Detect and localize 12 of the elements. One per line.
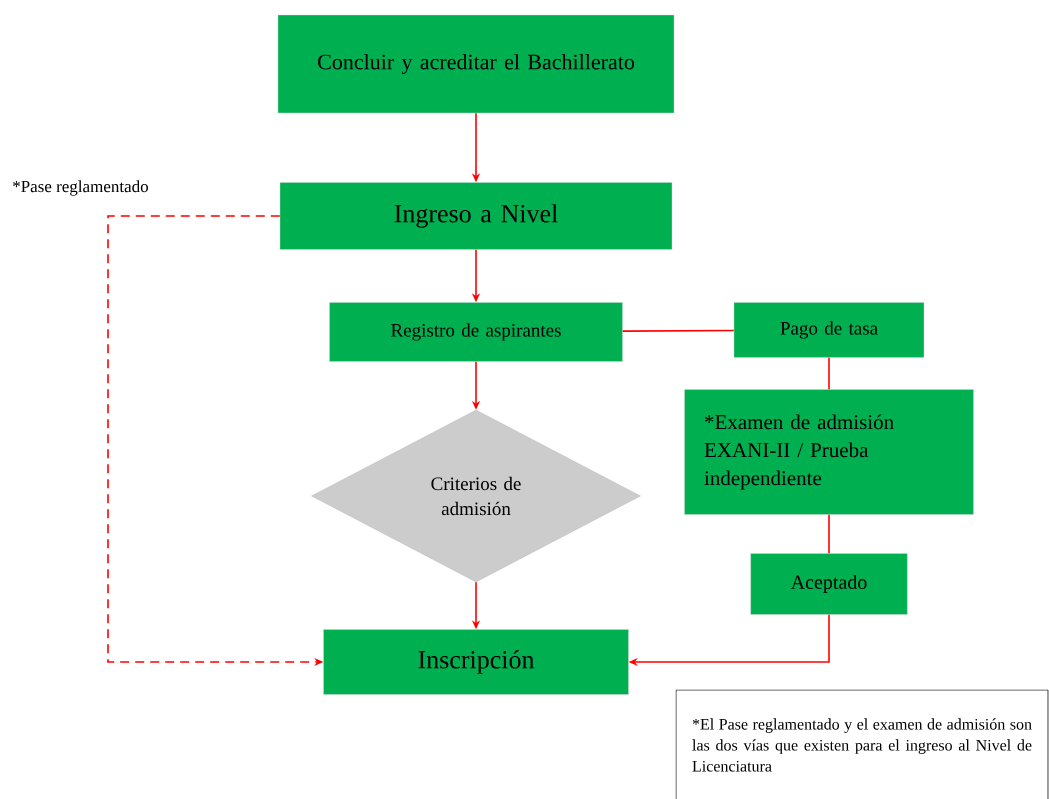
process-box: Concluir y acreditar el Bachillerato [277,14,675,114]
process-box: Inscripción [323,629,629,695]
note-text: *Pase reglamentado [13,180,148,196]
process-box: Registro de aspirantes [329,302,623,362]
note-box: *El Pase reglamentado y el examen de admisión son las dos vías que existen para el ingreso al Nivel de Licenciatura [675,689,1049,799]
connector-line [828,356,830,391]
process-box: Pago de tasa [733,302,925,358]
process-box: Ingreso a Nivel [279,182,673,250]
connector-line [621,329,735,332]
process-box: Aceptado [750,553,908,615]
connector-line [828,513,830,555]
process-box: *Examen de admisión EXANI-II / Prueba independiente [684,389,974,515]
